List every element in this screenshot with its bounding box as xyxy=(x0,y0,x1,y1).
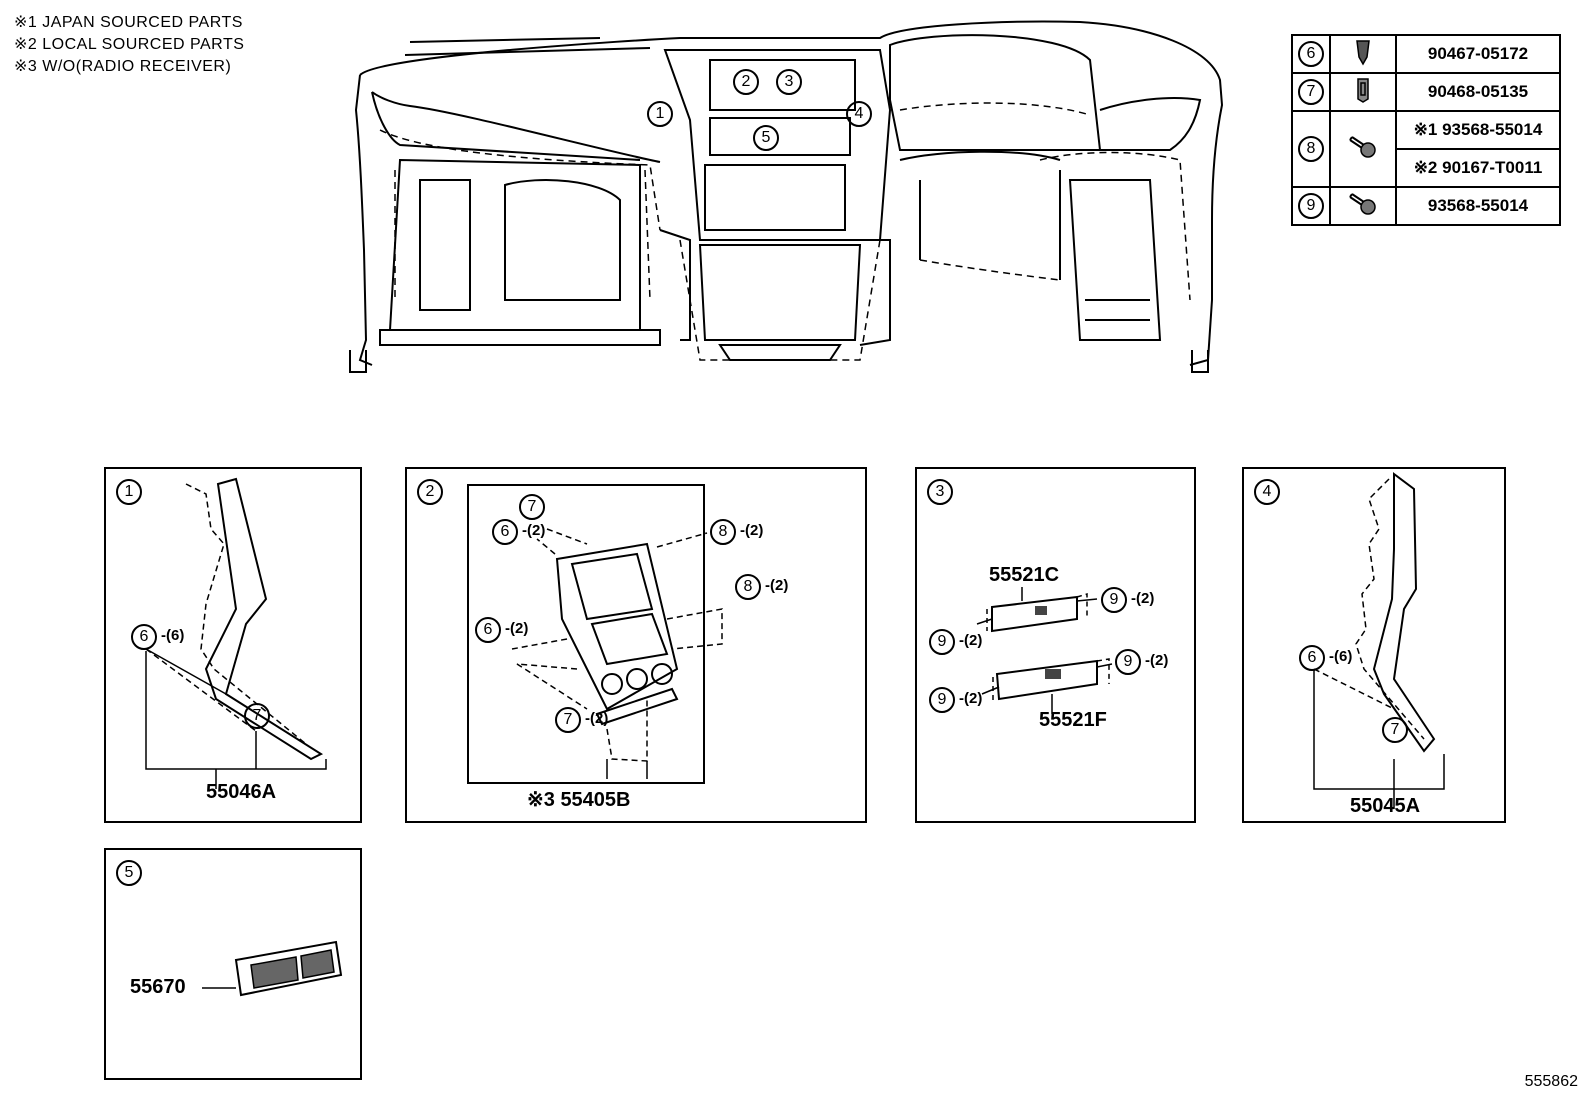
callout-7[interactable]: 7 xyxy=(1382,717,1408,743)
overview-callout-2[interactable]: 2 xyxy=(733,69,759,95)
air-vent-drawing xyxy=(202,940,343,997)
callout-7[interactable]: 7 xyxy=(519,494,545,520)
panel-3[interactable]: 3 55521C 9 -(2) 9 -(2) 9 -(2) 9 -(2) 555… xyxy=(915,467,1196,823)
panel-4[interactable]: 4 6 -(6) 7 55045A xyxy=(1242,467,1506,823)
callout-6[interactable]: 6 xyxy=(475,617,501,643)
callout-8[interactable]: 8 xyxy=(710,519,736,545)
quantity-label: -(2) xyxy=(1131,590,1155,607)
quantity-label: -(2) xyxy=(522,522,546,539)
clip-icon xyxy=(1329,34,1397,74)
part-number-label: 55046A xyxy=(206,781,277,803)
quantity-label: -(2) xyxy=(959,632,983,649)
panel-2[interactable]: 2 7 6 -(2) 8 -(2) 8 -(2) 6 -(2) 7 -(2) ※… xyxy=(405,467,867,823)
legend-row-8a: 8 ※1 93568-55014 xyxy=(1291,110,1561,188)
retainer-clip-icon xyxy=(1329,72,1397,112)
center-cluster-drawing xyxy=(511,528,723,779)
screw-icon xyxy=(1329,110,1397,188)
screw-icon xyxy=(1329,186,1397,226)
legend-part-number: 90468-05135 xyxy=(1395,72,1561,112)
quantity-label: -(6) xyxy=(1329,648,1353,665)
legend-part-number: 93568-55014 xyxy=(1395,186,1561,226)
note-without-radio: ※3 W/O(RADIO RECEIVER) xyxy=(14,58,232,75)
note-local-sourced: ※2 LOCAL SOURCED PARTS xyxy=(14,36,245,53)
quantity-label: -(2) xyxy=(740,522,764,539)
legend-part-number: 90467-05172 xyxy=(1395,34,1561,74)
quantity-label: -(2) xyxy=(1145,652,1169,669)
fastener-legend-table: 6 90467-05172 7 90468-05135 8 ※1 93568-5… xyxy=(1291,34,1561,226)
legend-part-number: ※1 93568-55014 xyxy=(1395,110,1561,150)
trim-panel-right-drawing xyxy=(1313,472,1445,809)
legend-number: 7 xyxy=(1298,79,1324,105)
legend-part-number: ※2 90167-T0011 xyxy=(1395,148,1561,188)
overview-callout-1[interactable]: 1 xyxy=(647,101,673,127)
callout-7[interactable]: 7 xyxy=(244,703,270,729)
trim-panel-left-drawing xyxy=(145,477,327,789)
part-number-label: 55670 xyxy=(130,976,186,998)
center-cluster-box xyxy=(467,484,705,784)
panel-1[interactable]: 1 6 -(6) 7 55046A xyxy=(104,467,362,823)
callout-6[interactable]: 6 xyxy=(492,519,518,545)
panel-number: 5 xyxy=(116,860,142,886)
quantity-label: -(2) xyxy=(505,620,529,637)
part-number-label: 55521C xyxy=(989,564,1060,586)
callout-9[interactable]: 9 xyxy=(1115,649,1141,675)
quantity-label: -(2) xyxy=(585,710,609,727)
legend-row-7: 7 90468-05135 xyxy=(1291,72,1561,112)
callout-6[interactable]: 6 xyxy=(131,624,157,650)
callout-9[interactable]: 9 xyxy=(929,629,955,655)
callout-8[interactable]: 8 xyxy=(735,574,761,600)
note-japan-sourced: ※1 JAPAN SOURCED PARTS xyxy=(14,14,243,31)
part-number-label: ※3 55405B xyxy=(527,789,631,811)
switch-panels-drawing xyxy=(976,587,1113,714)
part-number-label: 55521F xyxy=(1039,709,1107,731)
panel-number: 3 xyxy=(927,479,953,505)
panel-number: 2 xyxy=(417,479,443,505)
panel-number: 4 xyxy=(1254,479,1280,505)
part-number-label: 55045A xyxy=(1350,795,1421,817)
quantity-label: -(6) xyxy=(161,627,185,644)
overview-callout-3[interactable]: 3 xyxy=(776,69,802,95)
diagram-reference-number: 555862 xyxy=(1524,1073,1578,1090)
callout-7[interactable]: 7 xyxy=(555,707,581,733)
callout-6[interactable]: 6 xyxy=(1299,645,1325,671)
panel-5[interactable]: 5 55670 xyxy=(104,848,362,1080)
overview-callout-4[interactable]: 4 xyxy=(846,101,872,127)
callout-9[interactable]: 9 xyxy=(1101,587,1127,613)
legend-row-6: 6 90467-05172 xyxy=(1291,34,1561,74)
legend-number: 8 xyxy=(1298,136,1324,162)
panel-number: 1 xyxy=(116,479,142,505)
callout-9[interactable]: 9 xyxy=(929,687,955,713)
overview-callout-5[interactable]: 5 xyxy=(753,125,779,151)
legend-number: 6 xyxy=(1298,41,1324,67)
legend-number: 9 xyxy=(1298,193,1324,219)
quantity-label: -(2) xyxy=(765,577,789,594)
legend-row-8b: ※2 90167-T0011 xyxy=(1292,148,1561,188)
legend-row-9: 9 93568-55014 xyxy=(1291,186,1561,226)
quantity-label: -(2) xyxy=(959,690,983,707)
